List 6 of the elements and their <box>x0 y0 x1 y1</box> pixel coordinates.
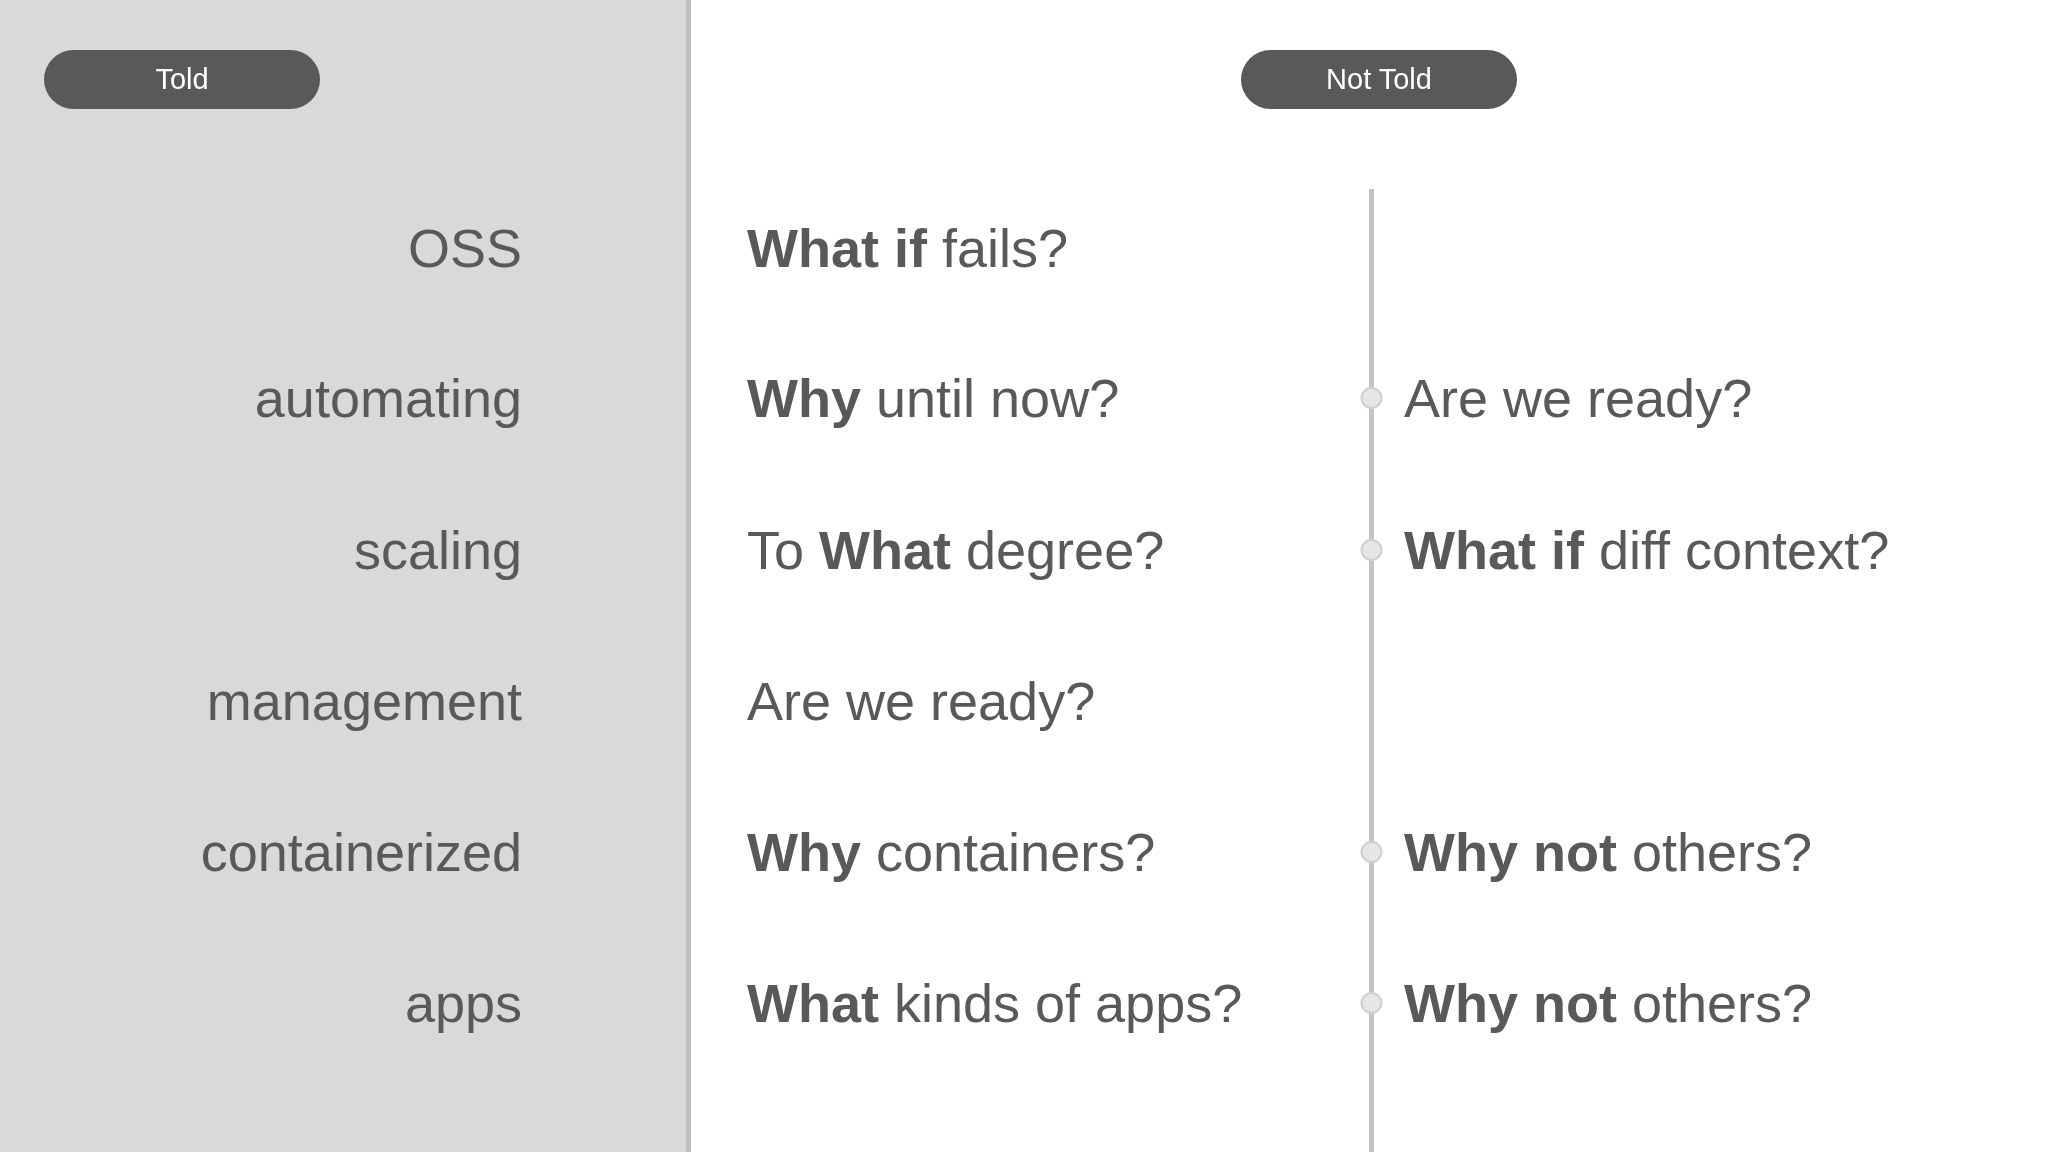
header-pill: Not Told <box>1241 50 1517 109</box>
header-pill: Told <box>44 50 320 109</box>
question-text: What if diff context? <box>1404 523 1890 577</box>
question-text: What if fails? <box>747 221 1069 275</box>
topic-word: containerized <box>200 825 522 879</box>
topic-word: OSS <box>407 221 522 275</box>
